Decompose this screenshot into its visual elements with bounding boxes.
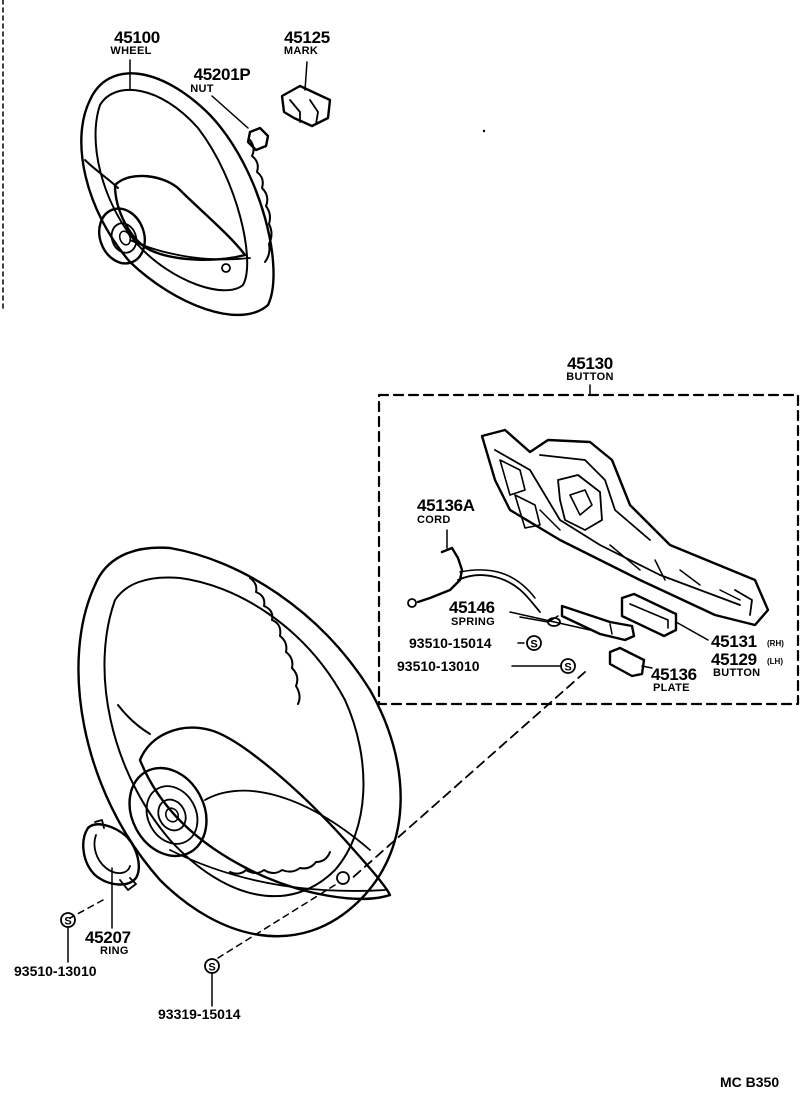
spring-part (519, 615, 561, 627)
screw-ring-number: 93510-13010 (14, 963, 97, 979)
plate-part (608, 646, 653, 678)
button-pad-body (480, 428, 770, 627)
screw-button-2-number: 93510-13010 (397, 658, 480, 674)
steering-wheel-top (80, 72, 275, 317)
screw-button-1-number: 93510-15014 (409, 635, 492, 651)
screw-symbol-button-1 (526, 635, 542, 651)
screw-symbol-ring-letter: S (64, 916, 71, 928)
side-button-part (620, 592, 709, 641)
button-lh-number: 45129 (711, 650, 757, 669)
box-to-wheel-leader (349, 671, 586, 881)
button-rh-number: 45131 (711, 632, 757, 651)
cord-part-number: 45136A (417, 496, 475, 515)
mark-part-number: 45125 (284, 28, 330, 47)
nut-part-number: 45201P (193, 65, 251, 84)
button-assembly-number: 45130 (567, 354, 613, 373)
mark-part-name: MARK (283, 45, 319, 57)
button-lh-tag: (LH) (767, 657, 783, 666)
figure-code: MC B350 (720, 1074, 780, 1090)
screw-symbol-wheel-letter: S (208, 962, 215, 974)
plate-part-number: 45136 (651, 665, 697, 684)
ring-part (82, 819, 140, 929)
spring-part-number: 45146 (449, 598, 495, 617)
screw-symbol-ring (60, 912, 76, 928)
nut-part-name: NUT (190, 83, 214, 95)
screw-symbol-button-1-letter: S (530, 639, 537, 651)
ring-part-number: 45207 (85, 928, 131, 947)
ring-part-name: RING (100, 945, 129, 957)
mark-part (280, 61, 332, 128)
wheel-part-name: WHEEL (110, 45, 152, 57)
screw-symbol-wheel (204, 958, 220, 974)
ring-screw-leader (69, 899, 104, 919)
button-assembly-name: BUTTON (566, 371, 614, 383)
plate-bracket (560, 604, 636, 642)
cord-part-name: CORD (417, 514, 451, 526)
button-rh-tag: (RH) (767, 639, 784, 648)
screw-symbol-button-2-letter: S (564, 662, 571, 674)
button-assembly-box (377, 393, 800, 706)
button-lh-name: BUTTON (713, 667, 761, 679)
cord-part (407, 529, 541, 613)
plate-part-name: PLATE (653, 682, 690, 694)
steering-wheel-bottom (77, 546, 402, 938)
wheel-screw-leader (217, 884, 336, 959)
spring-part-name: SPRING (451, 616, 495, 628)
wheel-part-number: 45100 (114, 28, 160, 47)
screw-symbol-button-2 (560, 658, 576, 674)
nut-part (211, 95, 270, 152)
screw-wheel-number: 93319-15014 (158, 1006, 241, 1022)
